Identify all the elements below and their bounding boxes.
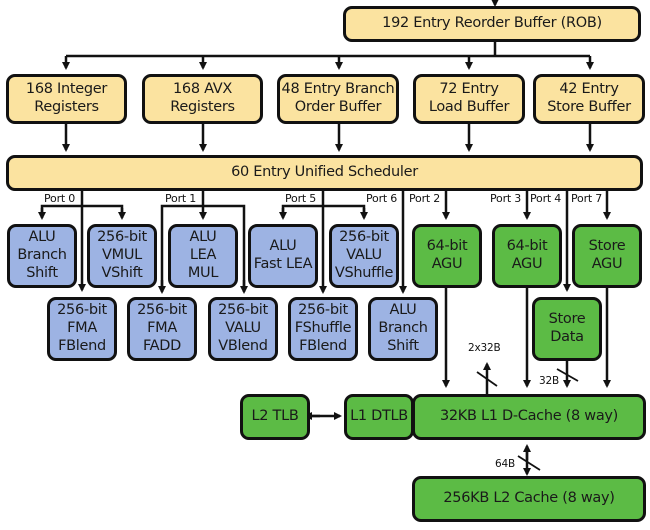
store-buffer-line1: 42 Entry bbox=[559, 81, 619, 98]
exec-unit-vmul-vshift: 256-bit VMUL VShift bbox=[87, 224, 157, 288]
unit-line: FMA bbox=[67, 320, 97, 337]
port-2-label: Port 2 bbox=[409, 192, 441, 205]
integer-registers: 168 Integer Registers bbox=[6, 74, 127, 124]
unit-line: Shift bbox=[387, 337, 419, 354]
load-buffer-line1: 72 Entry bbox=[439, 81, 499, 98]
unit-line: Fast LEA bbox=[253, 256, 313, 272]
load-buffer: 72 Entry Load Buffer bbox=[413, 74, 525, 124]
unit-line: FADD bbox=[142, 337, 182, 354]
l2-tlb: L2 TLB bbox=[240, 394, 310, 440]
unit-line: VALU bbox=[225, 320, 261, 337]
unit-line: 256-bit bbox=[57, 302, 107, 319]
exec-unit-alu-fast-lea: ALU Fast LEA bbox=[248, 224, 318, 288]
unit-line: Data bbox=[550, 329, 584, 345]
branch-order-buffer-line2: Order Buffer bbox=[294, 99, 382, 115]
unit-line: VMUL bbox=[102, 247, 142, 264]
unit-line: 64-bit bbox=[506, 238, 548, 255]
exec-unit-valu-vblend: 256-bit VALU VBlend bbox=[208, 297, 278, 361]
unit-line: Shift bbox=[26, 264, 58, 281]
exec-unit-valu-vshuffle: 256-bit VALU VShuffle bbox=[329, 224, 399, 288]
unit-line: ALU bbox=[389, 302, 417, 319]
reorder-buffer-label: 192 Entry Reorder Buffer (ROB) bbox=[382, 15, 602, 32]
l2-tlb-label: L2 TLB bbox=[251, 408, 299, 425]
unit-line: Store bbox=[548, 311, 586, 328]
agu-port3: 64-bit AGU bbox=[492, 224, 562, 288]
l2-cache: 256KB L2 Cache (8 way) bbox=[412, 476, 646, 522]
unit-line: 256-bit bbox=[137, 302, 187, 319]
unit-line: FBlend bbox=[58, 337, 106, 354]
unit-line: AGU bbox=[511, 256, 543, 272]
port-1-label: Port 1 bbox=[165, 192, 197, 205]
unit-line: 256-bit bbox=[97, 229, 147, 246]
unit-line: Store bbox=[588, 238, 626, 255]
unit-line: Branch bbox=[378, 320, 428, 337]
unit-line: AGU bbox=[431, 256, 463, 272]
port-7-label: Port 7 bbox=[571, 192, 603, 205]
load-buffer-line2: Load Buffer bbox=[428, 99, 510, 115]
branch-order-buffer: 48 Entry Branch Order Buffer bbox=[277, 74, 399, 124]
l1-dcache-label: 32KB L1 D-Cache (8 way) bbox=[439, 408, 619, 425]
integer-registers-line2: Registers bbox=[34, 99, 99, 115]
load-bandwidth-label: 2x32B bbox=[468, 342, 501, 354]
unit-line: VShift bbox=[101, 264, 143, 281]
unit-line: MUL bbox=[187, 264, 219, 281]
port-3-label: Port 3 bbox=[490, 192, 522, 205]
port-4-label: Port 4 bbox=[530, 192, 562, 205]
l1-dcache: 32KB L1 D-Cache (8 way) bbox=[412, 394, 646, 440]
avx-registers-line1: 168 AVX bbox=[172, 81, 233, 98]
l2-bandwidth-label: 64B bbox=[495, 458, 515, 470]
avx-registers-line2: Registers bbox=[170, 99, 235, 115]
unified-scheduler-label: 60 Entry Unified Scheduler bbox=[231, 164, 418, 181]
port-6-label: Port 6 bbox=[366, 192, 398, 205]
exec-unit-fma-fadd: 256-bit FMA FADD bbox=[127, 297, 197, 361]
integer-registers-line1: 168 Integer bbox=[25, 81, 108, 98]
exec-unit-fma-fblend: 256-bit FMA FBlend bbox=[47, 297, 117, 361]
exec-unit-alu-branch-shift-p6: ALU Branch Shift bbox=[368, 297, 438, 361]
unit-line: 64-bit bbox=[426, 238, 468, 255]
port-5-label: Port 5 bbox=[285, 192, 317, 205]
store-bandwidth-label: 32B bbox=[539, 375, 559, 387]
l1-dtlb-label: L1 DTLB bbox=[350, 408, 408, 425]
unit-line: FBlend bbox=[299, 337, 347, 354]
unit-line: ALU bbox=[269, 238, 297, 255]
unit-line: 256-bit bbox=[298, 302, 348, 319]
agu-port2: 64-bit AGU bbox=[412, 224, 482, 288]
exec-unit-alu-lea-mul: ALU LEA MUL bbox=[168, 224, 238, 288]
l1-dtlb: L1 DTLB bbox=[344, 394, 414, 440]
unit-line: Branch bbox=[17, 247, 67, 264]
avx-registers: 168 AVX Registers bbox=[142, 74, 263, 124]
unit-line: ALU bbox=[189, 229, 217, 246]
store-buffer-line2: Store Buffer bbox=[547, 99, 631, 115]
unit-line: AGU bbox=[591, 256, 623, 272]
unit-line: FMA bbox=[147, 320, 177, 337]
unit-line: LEA bbox=[189, 247, 217, 264]
store-data-port4: Store Data bbox=[532, 297, 602, 361]
store-buffer: 42 Entry Store Buffer bbox=[533, 74, 645, 124]
unit-line: VBlend bbox=[218, 337, 268, 354]
unit-line: VALU bbox=[346, 247, 382, 264]
exec-unit-fshuffle-fblend: 256-bit FShuffle FBlend bbox=[288, 297, 358, 361]
reorder-buffer: 192 Entry Reorder Buffer (ROB) bbox=[343, 6, 641, 42]
l2-cache-label: 256KB L2 Cache (8 way) bbox=[443, 490, 615, 507]
unified-scheduler: 60 Entry Unified Scheduler bbox=[6, 155, 643, 191]
unit-line: ALU bbox=[28, 229, 56, 246]
port-0-label: Port 0 bbox=[44, 192, 76, 205]
exec-unit-alu-branch-shift-p0: ALU Branch Shift bbox=[7, 224, 77, 288]
unit-line: VShuffle bbox=[334, 264, 394, 281]
unit-line: 256-bit bbox=[218, 302, 268, 319]
branch-order-buffer-line1: 48 Entry Branch bbox=[281, 81, 395, 98]
store-agu-port7: Store AGU bbox=[572, 224, 642, 288]
unit-line: 256-bit bbox=[339, 229, 389, 246]
unit-line: FShuffle bbox=[294, 320, 352, 337]
